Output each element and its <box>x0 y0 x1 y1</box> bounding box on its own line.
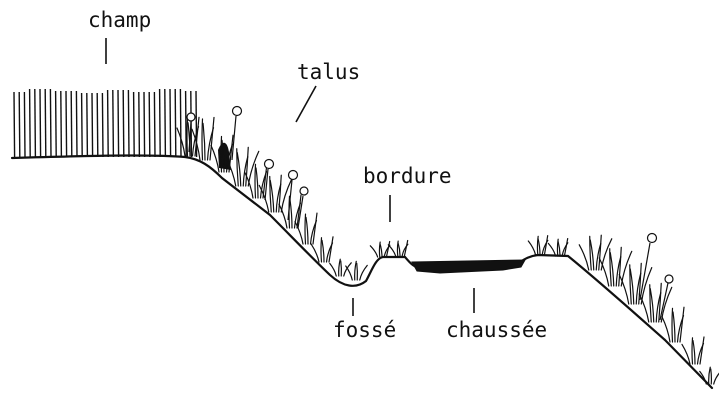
field-hatch-line <box>45 89 46 157</box>
grass-blade <box>388 245 395 256</box>
flower-icon <box>660 275 673 320</box>
grass-blade <box>357 263 358 280</box>
grass-blade <box>256 168 258 198</box>
label-champ: champ <box>88 10 151 31</box>
grass-blade <box>692 338 693 364</box>
field-hatch-line <box>128 90 129 157</box>
grass-blade <box>619 247 622 286</box>
label-fosse: fossé <box>333 320 396 341</box>
grass-blade <box>380 244 382 257</box>
grass-blade <box>528 241 535 255</box>
field-hatch-line <box>97 93 98 157</box>
field-hatch-line <box>56 91 57 157</box>
grass-blade <box>714 371 719 384</box>
field-hatch-line <box>175 89 176 157</box>
grass-blade <box>321 238 322 262</box>
field-hatch-line <box>76 91 77 157</box>
grass-blade <box>711 369 712 384</box>
grass-blade <box>322 240 324 262</box>
grass-blade <box>305 214 306 244</box>
grass-blade <box>306 217 308 244</box>
field-hatch-line <box>40 89 41 157</box>
grass-blade <box>203 123 205 160</box>
field-hatch-line <box>24 92 25 157</box>
flower-icon <box>640 234 657 301</box>
grass-blade <box>346 266 353 280</box>
grass-tufts <box>177 117 719 384</box>
field-hatch-line <box>139 92 140 157</box>
field-hatch-line <box>134 92 135 157</box>
grass-blade <box>370 246 377 257</box>
field-hatch-line <box>154 92 155 157</box>
field-hatch-line <box>19 92 20 157</box>
grass-blade <box>398 243 400 256</box>
grass-blade <box>538 238 540 255</box>
ground-profile-line <box>12 155 712 388</box>
field-hatch-line <box>102 93 103 157</box>
field-hatch-line <box>123 90 124 157</box>
field-hatch-line <box>113 90 114 157</box>
grass-blade <box>355 261 357 280</box>
grass-blade <box>672 308 673 342</box>
grass-blade <box>330 263 337 276</box>
field-hatch-line <box>61 91 62 157</box>
grass-blade <box>290 200 292 228</box>
field-hatch-line <box>92 93 93 157</box>
field-hatch-line <box>144 92 145 157</box>
grass-blade <box>360 265 368 280</box>
field-hatch-line <box>170 89 171 157</box>
grass-blade <box>599 235 602 270</box>
field-hatch-line <box>50 89 51 157</box>
label-bordure: bordure <box>363 166 452 187</box>
grass-blade <box>693 341 695 364</box>
label-chaussee: chaussée <box>446 320 547 341</box>
road-surface <box>412 260 525 273</box>
field-hatch-line <box>118 90 119 157</box>
field-hatch-line <box>14 92 15 157</box>
field-hatch-line <box>82 93 83 157</box>
grass-blade <box>548 243 555 256</box>
field-hatch-line <box>180 89 181 157</box>
flowers <box>187 107 673 321</box>
label-talus: talus <box>297 62 360 83</box>
field-hatch-line <box>160 89 161 157</box>
field-hatch-line <box>186 91 187 157</box>
field-hatch-line <box>66 91 67 157</box>
grass-blade <box>221 137 222 172</box>
field-hatch-line <box>71 91 72 157</box>
grass-blade <box>255 164 256 198</box>
field-hatch-line <box>30 89 31 157</box>
grass-blade <box>709 367 711 384</box>
field-hatch-line <box>165 89 166 157</box>
field-hatch-line <box>108 90 109 157</box>
grass-blade <box>339 259 341 276</box>
field-hatch-line <box>149 92 150 157</box>
field-hatch-line <box>87 93 88 157</box>
talus-leader-line <box>296 86 316 122</box>
grass-blade <box>341 261 342 276</box>
grass-blade <box>673 312 675 342</box>
grass-blade <box>599 258 609 286</box>
field-hatching <box>14 89 197 157</box>
field-hatch-line <box>35 89 36 157</box>
grass-blade <box>558 241 560 256</box>
grass-blade <box>202 119 203 160</box>
grass-blade <box>187 119 188 156</box>
